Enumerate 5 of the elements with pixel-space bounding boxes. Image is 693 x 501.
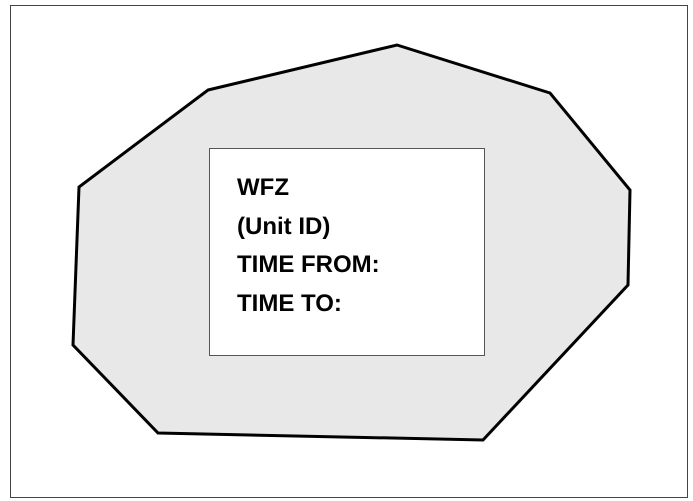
text-box	[209, 148, 485, 356]
label-text: TIME FROM:	[237, 250, 380, 280]
label-text: (Unit ID)	[237, 212, 330, 242]
label-text: WFZ	[237, 173, 289, 203]
label-text: TIME TO:	[237, 288, 342, 318]
